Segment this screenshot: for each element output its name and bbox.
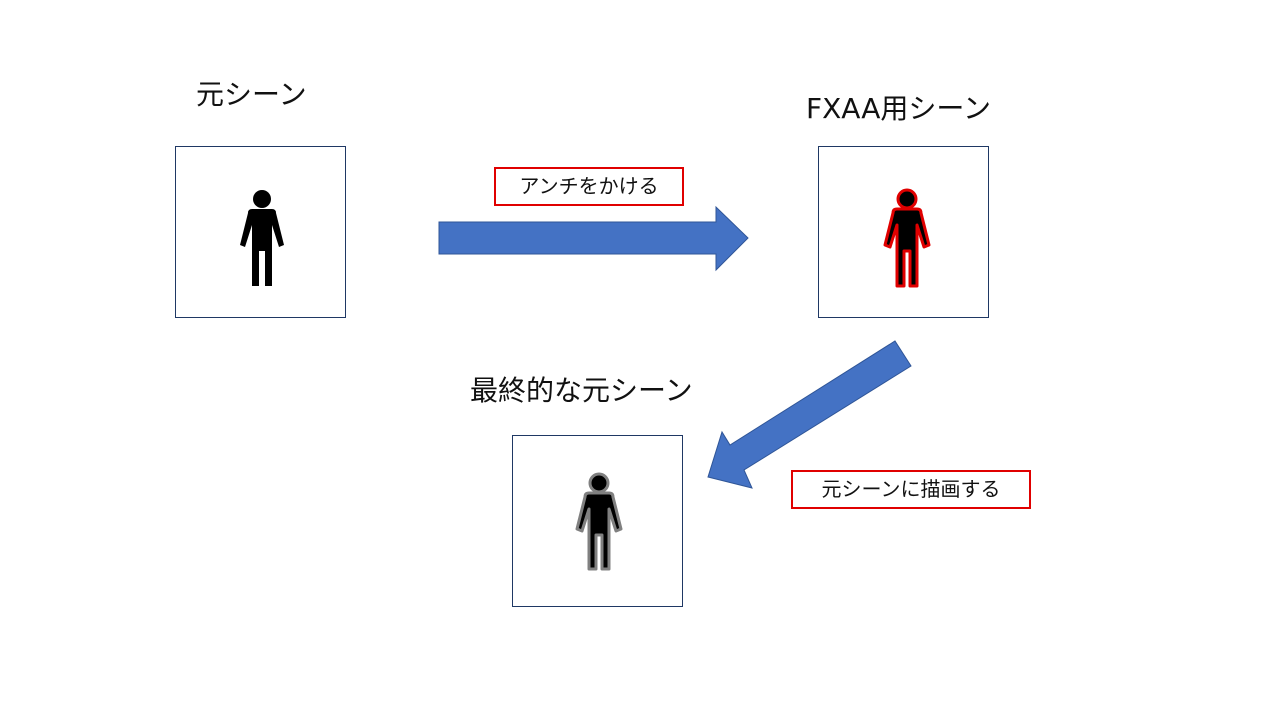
scene-title-original: 元シーン <box>196 78 307 111</box>
person-icon <box>575 472 623 571</box>
scene-title-fxaa: FXAA用シーン <box>806 92 991 125</box>
step-label-draw-back: 元シーンに描画する <box>791 470 1031 509</box>
person-icon <box>883 188 931 288</box>
arrow-fxaa-to-final <box>707 340 912 489</box>
scene-frame-final <box>512 435 683 607</box>
scene-frame-original <box>175 146 346 318</box>
person-icon <box>240 190 284 286</box>
scene-title-final: 最終的な元シーン <box>470 374 693 407</box>
step-label-antialias: アンチをかける <box>494 167 684 206</box>
arrow-original-to-fxaa <box>438 205 749 272</box>
scene-frame-fxaa <box>818 146 989 318</box>
